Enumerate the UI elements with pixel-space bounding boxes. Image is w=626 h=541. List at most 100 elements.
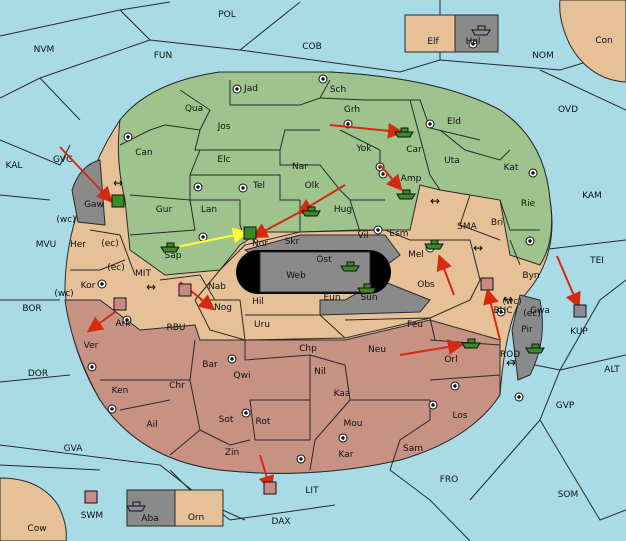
- province-label-Con: Con: [595, 36, 613, 46]
- province-label-LIT: LIT: [305, 486, 319, 496]
- province-Pir[interactable]: [511, 294, 543, 381]
- unit-fleet-green-Mel[interactable]: [424, 239, 444, 250]
- unit-army-rose-LIT[interactable]: [263, 481, 277, 495]
- order-arrows: [59, 122, 581, 492]
- unit-fleet-green-Hug[interactable]: [301, 206, 321, 217]
- unit-fleet-green-Sap[interactable]: [160, 242, 180, 253]
- convoy-toggle-icon[interactable]: ↔: [146, 280, 156, 294]
- province-label-Kaa: Kaa: [334, 389, 351, 399]
- unit-fleet-green-Amp[interactable]: [396, 189, 416, 200]
- province-label-Yok: Yok: [355, 144, 372, 154]
- convoy-toggle-icon[interactable]: ↔: [430, 194, 440, 208]
- supply-center-dot-core: [110, 407, 114, 411]
- province-label-Nil: Nil: [314, 367, 326, 377]
- province-label-Nog: Nog: [214, 303, 232, 313]
- province-label-Aba: Aba: [141, 514, 158, 524]
- province-label-DAX: DAX: [271, 517, 290, 527]
- coast-label: (ec): [107, 263, 125, 273]
- unit-army-rose-BUC[interactable]: [480, 277, 494, 291]
- unit-army-rose-Ark[interactable]: [113, 297, 127, 311]
- province-label-RBU: RBU: [166, 323, 185, 333]
- province-Con[interactable]: [559, 0, 626, 83]
- province-label-Mou: Mou: [344, 419, 363, 429]
- unit-army-rose-SWM[interactable]: [84, 490, 98, 504]
- province-Elf[interactable]: [404, 14, 456, 53]
- province-Orn[interactable]: [174, 489, 224, 527]
- province-label-POL: POL: [218, 10, 236, 20]
- province-label-ROD: ROD: [500, 350, 520, 360]
- map-controls: ↔ ↔ ↔ ↔ ↔ ↔: [113, 176, 516, 370]
- convoy-toggle-icon[interactable]: ↔: [473, 241, 483, 255]
- unit-fleet-gray-Aba[interactable]: [126, 501, 146, 512]
- unit-fleet-gray-Hel[interactable]: [471, 25, 491, 36]
- move-order-arrow: [251, 211, 301, 238]
- move-order-arrow: [59, 146, 113, 203]
- province-label-KAM: KAM: [582, 191, 602, 201]
- unit-fleet-green-Car[interactable]: [394, 127, 414, 138]
- province-label-Chr: Chr: [169, 381, 185, 391]
- province-label-Sch: Sch: [330, 85, 346, 95]
- province-label-Sun: Sun: [360, 293, 377, 303]
- support-order-arrow: [171, 227, 249, 249]
- unit-army-green-Gaw[interactable]: [111, 194, 125, 208]
- province-label-Ken: Ken: [112, 386, 129, 396]
- province-label-Orl: Orl: [444, 355, 457, 365]
- province-label-Bri: Bri: [491, 218, 503, 228]
- province-label-Sot: Sot: [219, 415, 234, 425]
- unit-fleet-green-Orl[interactable]: [461, 338, 481, 349]
- province-label-Her: Her: [70, 240, 86, 250]
- province-label-Kar: Kar: [339, 450, 354, 460]
- province-label-NOM: NOM: [532, 51, 554, 61]
- unit-fleet-green-Pir[interactable]: [525, 343, 545, 354]
- province-label-Nab: Nab: [208, 282, 226, 292]
- unit-army-rose-Nab[interactable]: [178, 283, 192, 297]
- province-label-GVA: GVA: [64, 444, 84, 454]
- supply-center-dot-core: [531, 171, 535, 175]
- province-label-Feu: Feu: [407, 320, 423, 330]
- province-label-Ark: Ark: [115, 319, 131, 329]
- supply-center-dot-core: [244, 411, 248, 415]
- move-order-arrow: [399, 339, 464, 356]
- supply-center-dot-core: [230, 357, 234, 361]
- convoy-toggle-icon[interactable]: ↔: [503, 292, 513, 306]
- convoy-toggle-icon[interactable]: ↔: [113, 176, 123, 190]
- convoy-toggle-icon[interactable]: ↔: [506, 356, 516, 370]
- province-label-Hel: Hel: [466, 37, 481, 47]
- province-label-Amp: Amp: [401, 174, 422, 184]
- unit-army-gray-KUP[interactable]: [573, 304, 587, 318]
- supply-center-dot-core: [346, 122, 350, 126]
- unit-fleet-green-Sun[interactable]: [357, 283, 377, 294]
- province-label-GVG: GVG: [53, 155, 73, 165]
- province-label-Esm: Esm: [389, 229, 408, 239]
- province-label-BUC: BUC: [493, 306, 512, 316]
- province-label-Qua: Qua: [185, 104, 203, 114]
- units: [84, 25, 587, 512]
- region-north: [117, 71, 553, 276]
- unit-army-green-Nor[interactable]: [243, 226, 257, 240]
- province-label-Zin: Zin: [225, 448, 239, 458]
- supply-center-dot-core: [321, 77, 325, 81]
- province-label-Neu: Neu: [368, 345, 386, 355]
- supply-center-dot-core: [90, 365, 94, 369]
- province-label-BOR: BOR: [22, 304, 41, 314]
- province-label-Nor: Nor: [252, 239, 268, 249]
- province-label-ALT: ALT: [604, 365, 620, 375]
- province-label-Jad: Jad: [243, 84, 258, 94]
- province-Cow[interactable]: [0, 477, 67, 541]
- supply-center-dot-core: [453, 384, 457, 388]
- province-label-Lan: Lan: [201, 205, 217, 215]
- province-label-TEI: TEI: [589, 256, 604, 266]
- province-labels: POLNVMFUNCOBNOMConOVDKALGVGKAMMVUTEIBORM…: [6, 10, 621, 534]
- province-label-Olk: Olk: [305, 181, 321, 191]
- province-label-Chp: Chp: [299, 344, 317, 354]
- province-label-Mel: Mel: [408, 250, 424, 260]
- province-label-FUN: FUN: [154, 51, 173, 61]
- move-order-arrow: [329, 122, 404, 139]
- supply-center-dot-core: [235, 87, 239, 91]
- province-Gaw[interactable]: [71, 159, 106, 226]
- province-label-NVM: NVM: [34, 45, 55, 55]
- unit-fleet-green-Web[interactable]: [340, 261, 360, 272]
- province-label-Eld: Eld: [447, 117, 461, 127]
- move-order-arrow: [436, 254, 455, 296]
